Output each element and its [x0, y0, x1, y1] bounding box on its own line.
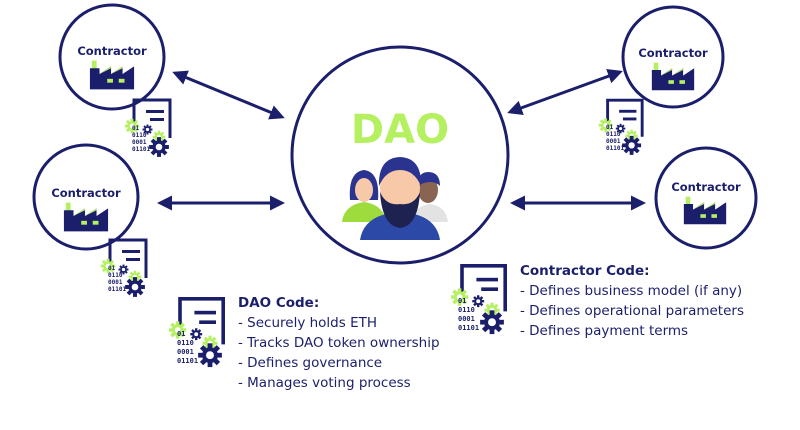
contractor-label: Contractor: [671, 180, 741, 194]
svg-text:01101: 01101: [132, 146, 150, 153]
svg-text:01101: 01101: [177, 357, 198, 365]
svg-text:0001: 0001: [108, 279, 123, 286]
dao-code-item: - Defines governance: [238, 355, 383, 371]
svg-text:0110: 0110: [458, 306, 475, 314]
svg-text:01: 01: [177, 330, 185, 338]
svg-text:0001: 0001: [458, 315, 475, 323]
binary-text: 01 0110 0001 01101: [606, 124, 624, 152]
contractor-code-title: Contractor Code:: [520, 263, 650, 279]
dao-title: DAO: [351, 107, 449, 153]
svg-text:01: 01: [108, 265, 116, 272]
svg-text:0001: 0001: [177, 348, 194, 356]
contractor-label: Contractor: [638, 46, 708, 60]
svg-text:01: 01: [606, 124, 614, 131]
svg-text:0110: 0110: [606, 131, 621, 138]
contractor-label: Contractor: [51, 186, 121, 200]
dao-code-item: - Manages voting process: [238, 375, 411, 391]
arrow-contractor1-dao: [172, 70, 285, 120]
svg-text:01: 01: [132, 125, 140, 132]
binary-text: 01 0110 0001 01101: [132, 125, 150, 153]
contractor-node-top-right: Contractor 01 0110 0001 01101: [599, 5, 725, 155]
dao-code-description: DAO Code: - Securely holds ETH - Tracks …: [238, 293, 440, 393]
svg-text:01: 01: [458, 297, 466, 305]
dao-code-title: DAO Code:: [238, 295, 320, 311]
contractor-code-item: - Defines payment terms: [520, 323, 689, 339]
svg-text:0001: 0001: [606, 138, 621, 145]
contractor-node-top-left: Contractor 01 0110 0001 01101: [58, 3, 170, 157]
contractor-code-item: - Defines operational parameters: [520, 303, 744, 319]
dao-code-item: - Securely holds ETH: [238, 315, 377, 331]
binary-text: 01 0110 0001 01101: [108, 265, 126, 293]
contractor-node-right: Contractor: [654, 146, 758, 250]
svg-text:01101: 01101: [108, 286, 126, 293]
dao-code-item: - Tracks DAO token ownership: [238, 335, 440, 351]
contractor-code-item: - Defines business model (if any): [520, 283, 743, 299]
contractor-code-icon: 01 0110 0001 01101: [451, 266, 505, 334]
contractor-code-description: Contractor Code: - Defines business mode…: [520, 261, 744, 341]
svg-text:0001: 0001: [132, 139, 147, 146]
dao-code-icon: 01 0110 0001 01101: [169, 299, 223, 367]
svg-text:01101: 01101: [606, 145, 624, 152]
arrow-contractor3-dao: [507, 69, 623, 115]
contractor-node-left: Contractor 01 0110 0001 01101: [32, 143, 146, 297]
svg-text:01101: 01101: [458, 324, 479, 332]
svg-text:0110: 0110: [108, 272, 123, 279]
people-group-icon: [342, 157, 448, 240]
dao-node: DAO: [290, 45, 510, 265]
svg-text:0110: 0110: [177, 339, 194, 347]
contractor-label: Contractor: [77, 44, 147, 58]
svg-text:0110: 0110: [132, 132, 147, 139]
